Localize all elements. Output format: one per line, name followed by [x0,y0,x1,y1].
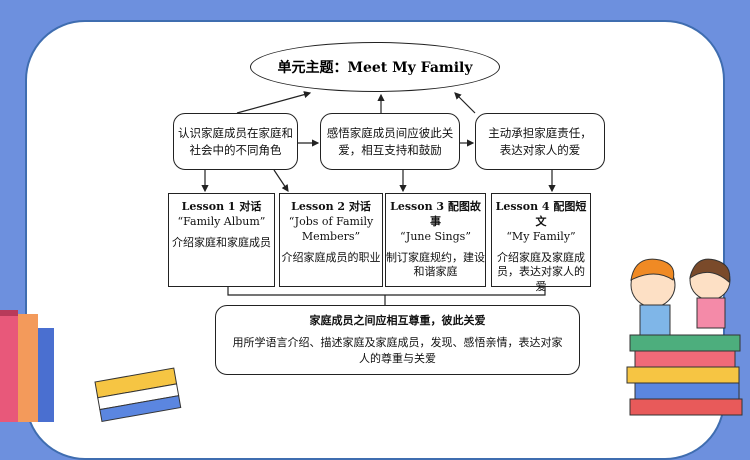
lesson-title: Lesson 1 对话 [181,200,262,213]
lesson-title: Lesson 4 配图短文 [495,200,587,228]
summary-text: 用所学语言介绍、描述家庭及家庭成员，发现、感悟亲情，表达对家人的尊重与关爱 [232,336,563,365]
lesson-name: “Family Album” [177,214,266,228]
lesson-box-3: Lesson 3 配图故事 “June Sings” 制订家庭规约，建设和谐家庭 [385,193,486,287]
goal-box-2: 感悟家庭成员间应彼此关爱，相互支持和鼓励 [320,113,460,170]
lesson-title: Lesson 3 配图故事 [390,200,481,228]
lesson-name: “Jobs of Family Members” [288,214,374,243]
goal-box-1: 认识家庭成员在家庭和社会中的不同角色 [173,113,298,170]
lesson-title: Lesson 2 对话 [291,200,371,213]
goal-box-3: 主动承担家庭责任，表达对家人的爱 [475,113,605,170]
lesson-desc: 制订家庭规约，建设和谐家庭 [386,250,485,279]
lesson-box-2: Lesson 2 对话 “Jobs of Family Members” 介绍家… [279,193,383,287]
books-illustration [0,310,182,422]
summary-heading: 家庭成员之间应相互尊重，彼此关爱 [309,314,486,328]
unit-theme-ellipse: 单元主题：Meet My Family [250,42,500,92]
summary-box: 家庭成员之间应相互尊重，彼此关爱 用所学语言介绍、描述家庭及家庭成员，发现、感悟… [215,305,580,375]
lesson-desc: 介绍家庭及家庭成员，表达对家人的爱 [497,250,585,294]
lesson-box-1: Lesson 1 对话 “Family Album” 介绍家庭和家庭成员 [168,193,275,287]
children-reading-illustration [626,258,743,416]
lesson-name: “June Sings” [400,229,471,243]
lesson-name: “My Family” [506,229,576,243]
connector-lines [201,91,556,305]
lesson-box-4: Lesson 4 配图短文 “My Family” 介绍家庭及家庭成员，表达对家… [491,193,591,293]
slide: 单元主题：Meet My Family 认识家庭成员在家庭和社会中的不同角色 感… [0,20,743,460]
lesson-desc: 介绍家庭成员的职业 [281,250,381,264]
lesson-desc: 介绍家庭和家庭成员 [172,235,271,249]
